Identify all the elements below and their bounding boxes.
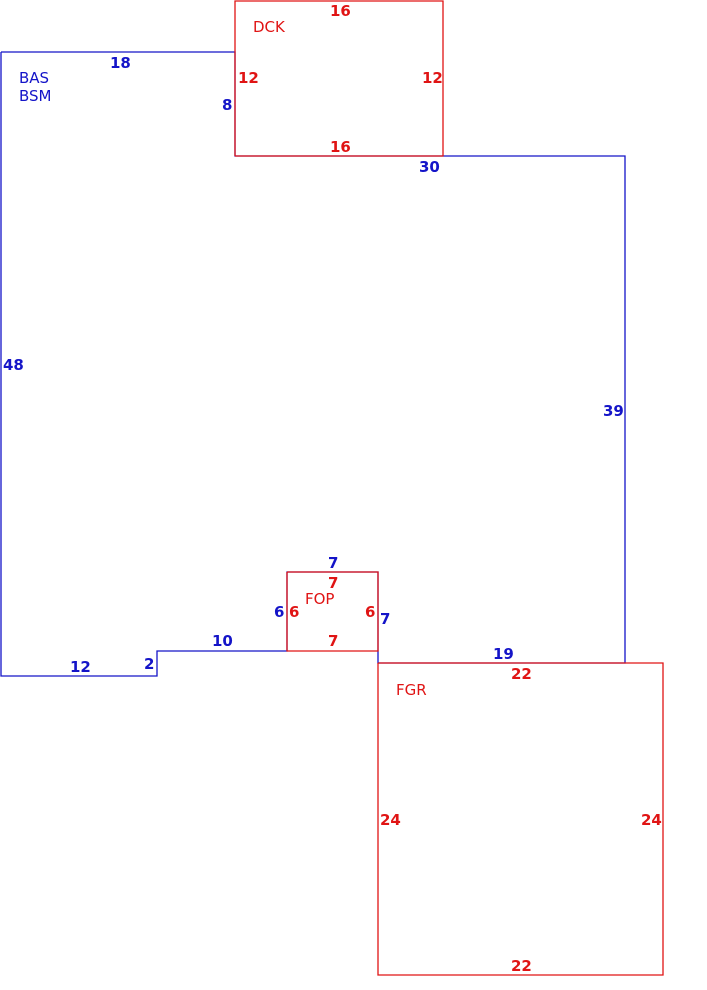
fgr-dim-right: 24 bbox=[641, 811, 662, 829]
dck-dim-bottom: 16 bbox=[330, 138, 351, 156]
main-dim-porch-left: 6 bbox=[274, 603, 284, 621]
fop-dim-left: 6 bbox=[289, 603, 299, 621]
fgr-dim-left: 24 bbox=[380, 811, 401, 829]
main-dim-left: 48 bbox=[3, 356, 24, 374]
fop-dim-bottom: 7 bbox=[328, 632, 338, 650]
area-code-bas: BAS bbox=[19, 69, 49, 87]
area-code-bsm: BSM bbox=[19, 87, 52, 105]
area-code-dck: DCK bbox=[253, 18, 286, 36]
main-dim-top: 18 bbox=[110, 54, 131, 72]
dck-outline bbox=[234, 0, 444, 157]
fop-dim-top: 7 bbox=[328, 574, 338, 592]
area-code-fgr: FGR bbox=[396, 681, 427, 699]
main-dim-bottom-left: 12 bbox=[70, 658, 91, 676]
main-dim-porch-right: 7 bbox=[380, 610, 390, 628]
area-code-fop: FOP bbox=[305, 590, 334, 608]
fop-outline bbox=[286, 571, 379, 652]
main-dim-bottom-right: 19 bbox=[493, 645, 514, 663]
main-dim-upper-right: 30 bbox=[419, 158, 440, 176]
fgr-dim-bottom: 22 bbox=[511, 957, 532, 975]
dck-dim-top: 16 bbox=[330, 2, 351, 20]
main-dim-right: 39 bbox=[603, 402, 624, 420]
dck-dim-right: 12 bbox=[422, 69, 443, 87]
fgr-outline bbox=[377, 662, 664, 976]
fgr-dim-top: 22 bbox=[511, 665, 532, 683]
dck-dim-left: 12 bbox=[238, 69, 259, 87]
main-dim-notch: 2 bbox=[144, 655, 154, 673]
main-dim-step-left: 8 bbox=[222, 96, 232, 114]
main-dim-porch-top: 7 bbox=[328, 554, 338, 572]
main-dim-bottom-middle: 10 bbox=[212, 632, 233, 650]
fop-dim-right: 6 bbox=[365, 603, 375, 621]
main-building-outline bbox=[0, 51, 626, 677]
